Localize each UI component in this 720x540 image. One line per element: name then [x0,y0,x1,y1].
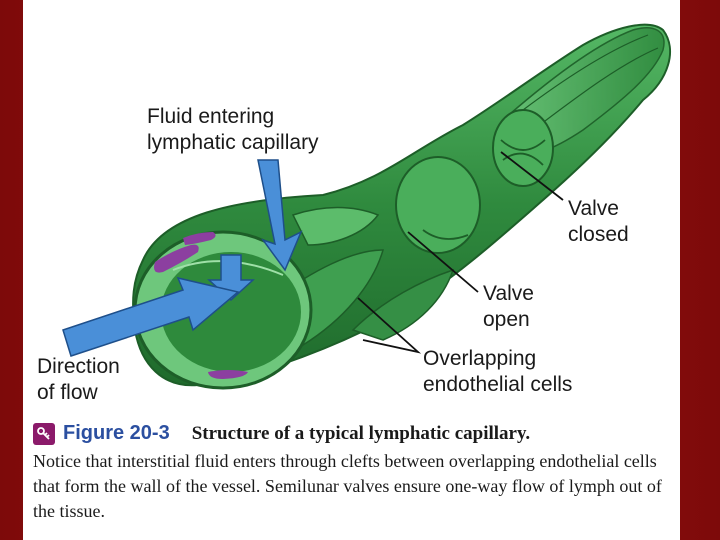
caption-body: Notice that interstitial fluid enters th… [33,451,662,521]
figure-caption: Figure 20-3 Structure of a typical lymph… [33,422,673,524]
label-valve-closed: Valve closed [568,197,629,246]
label-direction-of-flow: Direction of flow [37,355,120,404]
label-fluid-entering: Fluid entering lymphatic capillary [147,105,319,154]
figure-panel: Fluid entering lymphatic capillary Valve… [23,0,680,540]
cell-nucleus [154,244,199,273]
direction-of-flow-arrow [62,276,240,357]
figure-title: Structure of a typical lymphatic capilla… [191,422,531,444]
lymphatic-capillary-diagram [62,23,672,390]
valve-closed-ring [492,109,554,187]
valve-open-leaflet [422,229,469,240]
figure-number: Figure 20-3 [63,422,170,444]
valve-closed-leader [500,151,564,201]
label-overlapping-cells: Overlapping endothelial cells [423,347,573,396]
caption-heading: Figure 20-3 Structure of a typical lymph… [33,422,673,445]
fluid-entering-arrow [257,159,303,272]
valve-closed-leaflets [500,139,546,166]
overlapping-leader [357,297,422,354]
key-icon [33,422,55,445]
cell-nucleus [183,232,216,245]
label-valve-open: Valve open [483,282,534,331]
endothelial-cell-flap [291,206,380,246]
cell-nucleus [208,370,248,379]
valve-open-bulge [395,156,481,254]
valve-open-leader [407,231,479,293]
